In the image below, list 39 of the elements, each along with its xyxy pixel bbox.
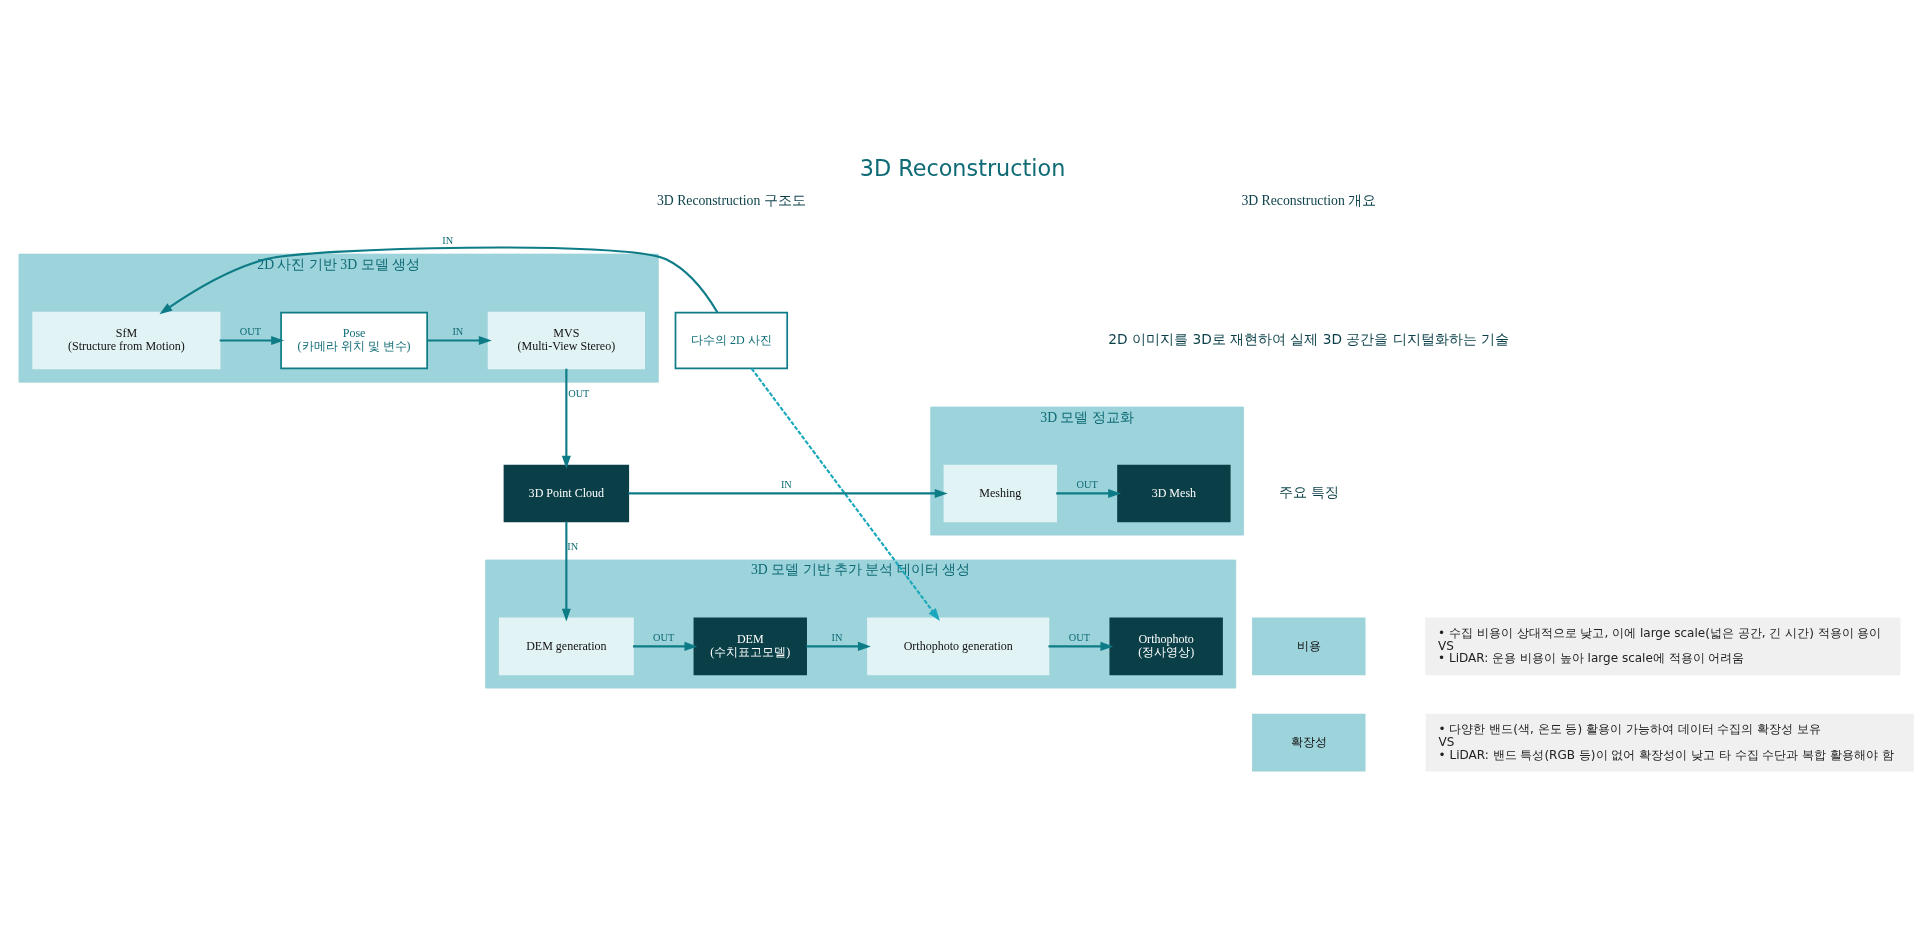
arrow <box>633 641 698 651</box>
label: 3D Reconstruction 구조도 <box>656 192 806 208</box>
edge-label: IN <box>567 541 579 553</box>
edge-label: OUT <box>568 388 590 400</box>
edge-label: IN <box>452 325 464 337</box>
diagram-title: 3D Reconstruction <box>859 154 1066 181</box>
arrow <box>159 246 719 315</box>
arrow <box>750 367 940 622</box>
edge-label: OUT <box>653 631 675 643</box>
label: 주요 특징 <box>1279 484 1339 500</box>
node-box: Orthophoto generation <box>867 617 1050 676</box>
arrow <box>561 368 571 469</box>
edge-label: OUT <box>1068 631 1090 643</box>
node-box: 3D Mesh <box>1117 464 1231 523</box>
label: 3D Reconstruction 개요 <box>1241 192 1377 208</box>
node-box: 다수의 2D 사진 <box>674 311 789 370</box>
node-box: 3D Point Cloud <box>503 464 630 523</box>
edge-label: OUT <box>1076 478 1098 490</box>
node-box: DEM generation <box>498 617 634 676</box>
node-box: MVS (Multi-View Stereo) <box>487 311 645 370</box>
edge-label: IN <box>780 478 792 490</box>
node-box: DEM (수치표고모델) <box>693 617 807 676</box>
node-box: Orthophoto (정사영상) <box>1109 617 1223 676</box>
arrow <box>561 521 571 622</box>
node-box: 확장성 <box>1252 713 1366 772</box>
arrow <box>628 488 948 498</box>
arrow <box>1048 641 1114 651</box>
edge-label: OUT <box>239 325 261 337</box>
edge-label: IN <box>442 235 454 247</box>
arrow <box>219 335 285 345</box>
edge-label: IN <box>831 631 843 643</box>
node-box: SfM (Structure from Motion) <box>32 311 221 370</box>
arrow <box>1056 488 1122 498</box>
arrow <box>806 641 871 651</box>
node-box: Pose (카메라 위치 및 변수) <box>280 311 428 370</box>
node-box: 비용 <box>1252 617 1366 676</box>
label: 2D 이미지를 3D로 재현하여 실제 3D 공간을 디지털화하는 기술 <box>1108 330 1510 347</box>
node-box: Meshing <box>943 464 1057 523</box>
arrow <box>427 335 492 345</box>
